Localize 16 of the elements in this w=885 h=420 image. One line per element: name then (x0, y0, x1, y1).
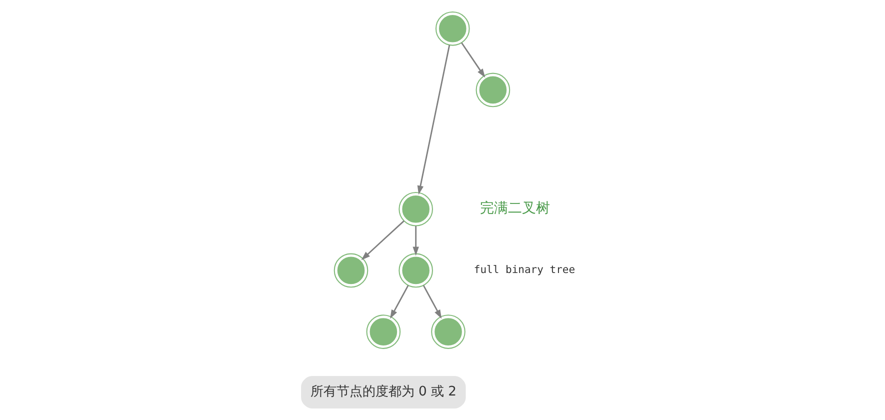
node-circle (475, 72, 510, 108)
node-circle (398, 253, 432, 288)
arrow (416, 44, 450, 195)
arrow (412, 226, 418, 256)
node-circle (430, 314, 465, 349)
node-circle (398, 192, 432, 226)
node-circle (333, 253, 368, 288)
arrow (360, 220, 404, 260)
node-circle (434, 11, 470, 46)
label: full binary tree (473, 264, 575, 276)
arrow (390, 285, 408, 319)
arrow (460, 42, 485, 78)
label: 所有节点的度都为 0 或 2 (310, 384, 456, 400)
arrow (422, 285, 442, 319)
label: 完满二叉树 (479, 200, 550, 216)
node-circle (366, 314, 400, 349)
